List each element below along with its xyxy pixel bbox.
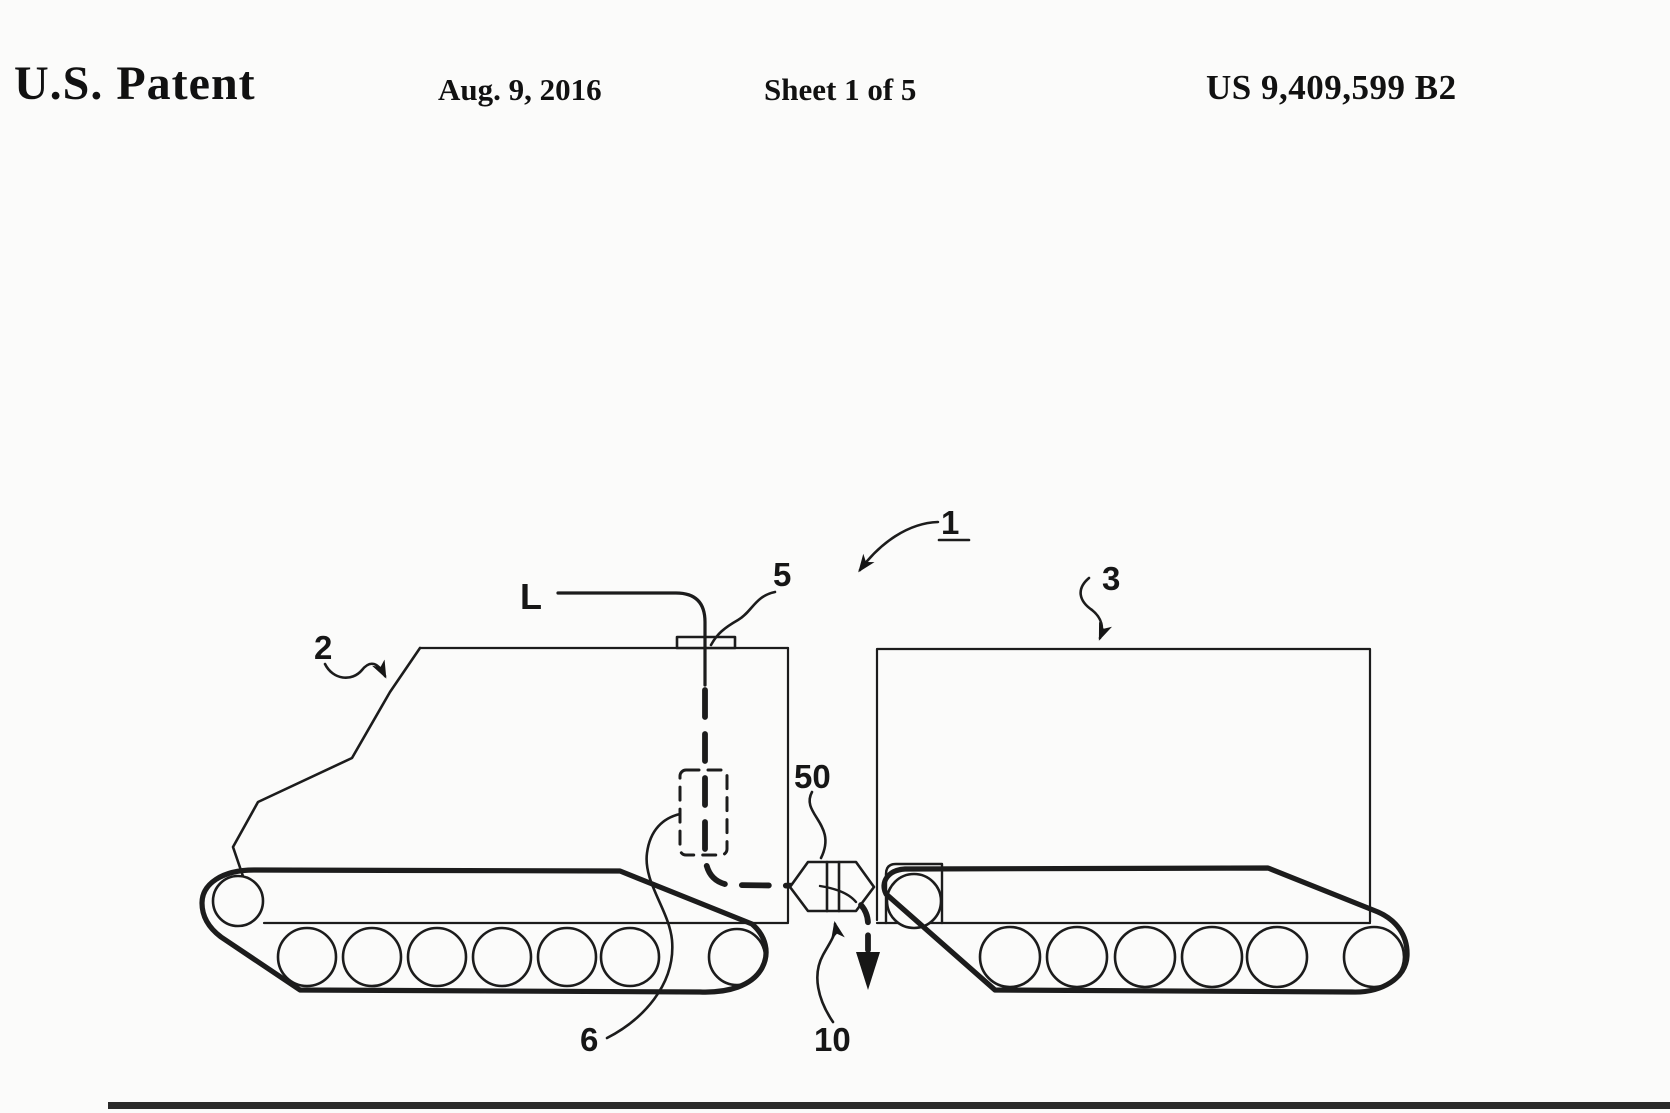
label-second-vehicle: 3 bbox=[1102, 560, 1120, 597]
downward-dashed-arrow bbox=[856, 902, 880, 990]
patent-header-title: U.S. Patent bbox=[14, 57, 256, 110]
scan-artifact-line bbox=[108, 1102, 1670, 1109]
right-track-wheels bbox=[885, 872, 1406, 989]
label-internal-component: 6 bbox=[580, 1021, 598, 1058]
label-assembly: 1 bbox=[941, 504, 959, 541]
label-coupling: 50 bbox=[794, 758, 831, 795]
label-line-L: L bbox=[520, 576, 542, 617]
leader-2 bbox=[323, 659, 387, 679]
label-lower-coupling: 10 bbox=[814, 1021, 851, 1058]
leader-1 bbox=[858, 520, 940, 573]
signal-line-L bbox=[556, 591, 818, 889]
label-first-vehicle: 2 bbox=[314, 629, 332, 666]
leader-5 bbox=[709, 590, 777, 647]
leader-50 bbox=[808, 790, 827, 860]
right-track-front-box bbox=[884, 862, 944, 925]
coupling-unit bbox=[788, 860, 876, 913]
down-arrowhead-icon bbox=[856, 952, 880, 990]
internal-component-box bbox=[678, 768, 729, 857]
left-track-wheels bbox=[211, 874, 767, 988]
leader-6 bbox=[605, 812, 682, 1040]
leader-10 bbox=[816, 921, 845, 1024]
reference-leaders bbox=[323, 520, 1113, 1040]
patent-header-number: US 9,409,599 B2 bbox=[1206, 68, 1457, 107]
leader-3 bbox=[1079, 576, 1113, 641]
patent-header-sheet: Sheet 1 of 5 bbox=[764, 72, 917, 107]
right-vehicle-body bbox=[875, 647, 1372, 925]
patent-header-date: Aug. 9, 2016 bbox=[438, 72, 602, 107]
right-vehicle-track bbox=[881, 865, 1410, 995]
reference-labels: 1 2 3 5 50 6 10 L bbox=[314, 504, 1120, 1058]
left-vehicle-track bbox=[199, 867, 769, 995]
label-antenna: 5 bbox=[773, 556, 791, 593]
